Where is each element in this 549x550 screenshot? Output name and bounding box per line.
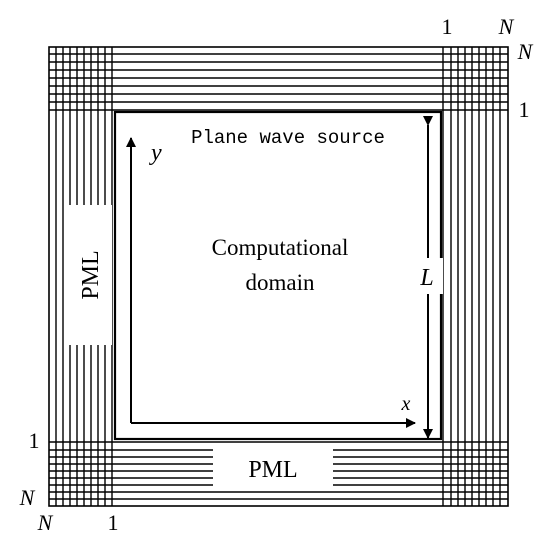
index-one-top: 1 xyxy=(442,14,453,39)
domain-label-line2: domain xyxy=(246,270,315,295)
index-n-top: N xyxy=(498,14,515,39)
outer-boundary xyxy=(48,46,509,507)
computational-domain-border xyxy=(113,110,443,441)
pml-bottom-label: PML xyxy=(248,457,297,483)
index-one-left: 1 xyxy=(29,428,40,453)
index-n-right: N xyxy=(517,39,534,64)
pml-left-label: PML xyxy=(78,250,104,299)
pml-left-label-box xyxy=(68,205,112,345)
domain-label-line1: Computational xyxy=(212,235,349,260)
pml-bottom-label-box xyxy=(213,449,333,489)
index-one-right: 1 xyxy=(519,97,530,122)
index-one-bottom: 1 xyxy=(108,510,119,535)
y-axis-label: y xyxy=(149,140,162,166)
plane-wave-source-label: Plane wave source xyxy=(191,127,385,149)
x-axis-label: x xyxy=(401,393,411,415)
length-label: L xyxy=(419,265,433,291)
index-n-left: N xyxy=(19,485,36,510)
length-label-bg xyxy=(413,258,443,294)
index-n-bottom: N xyxy=(37,510,54,535)
